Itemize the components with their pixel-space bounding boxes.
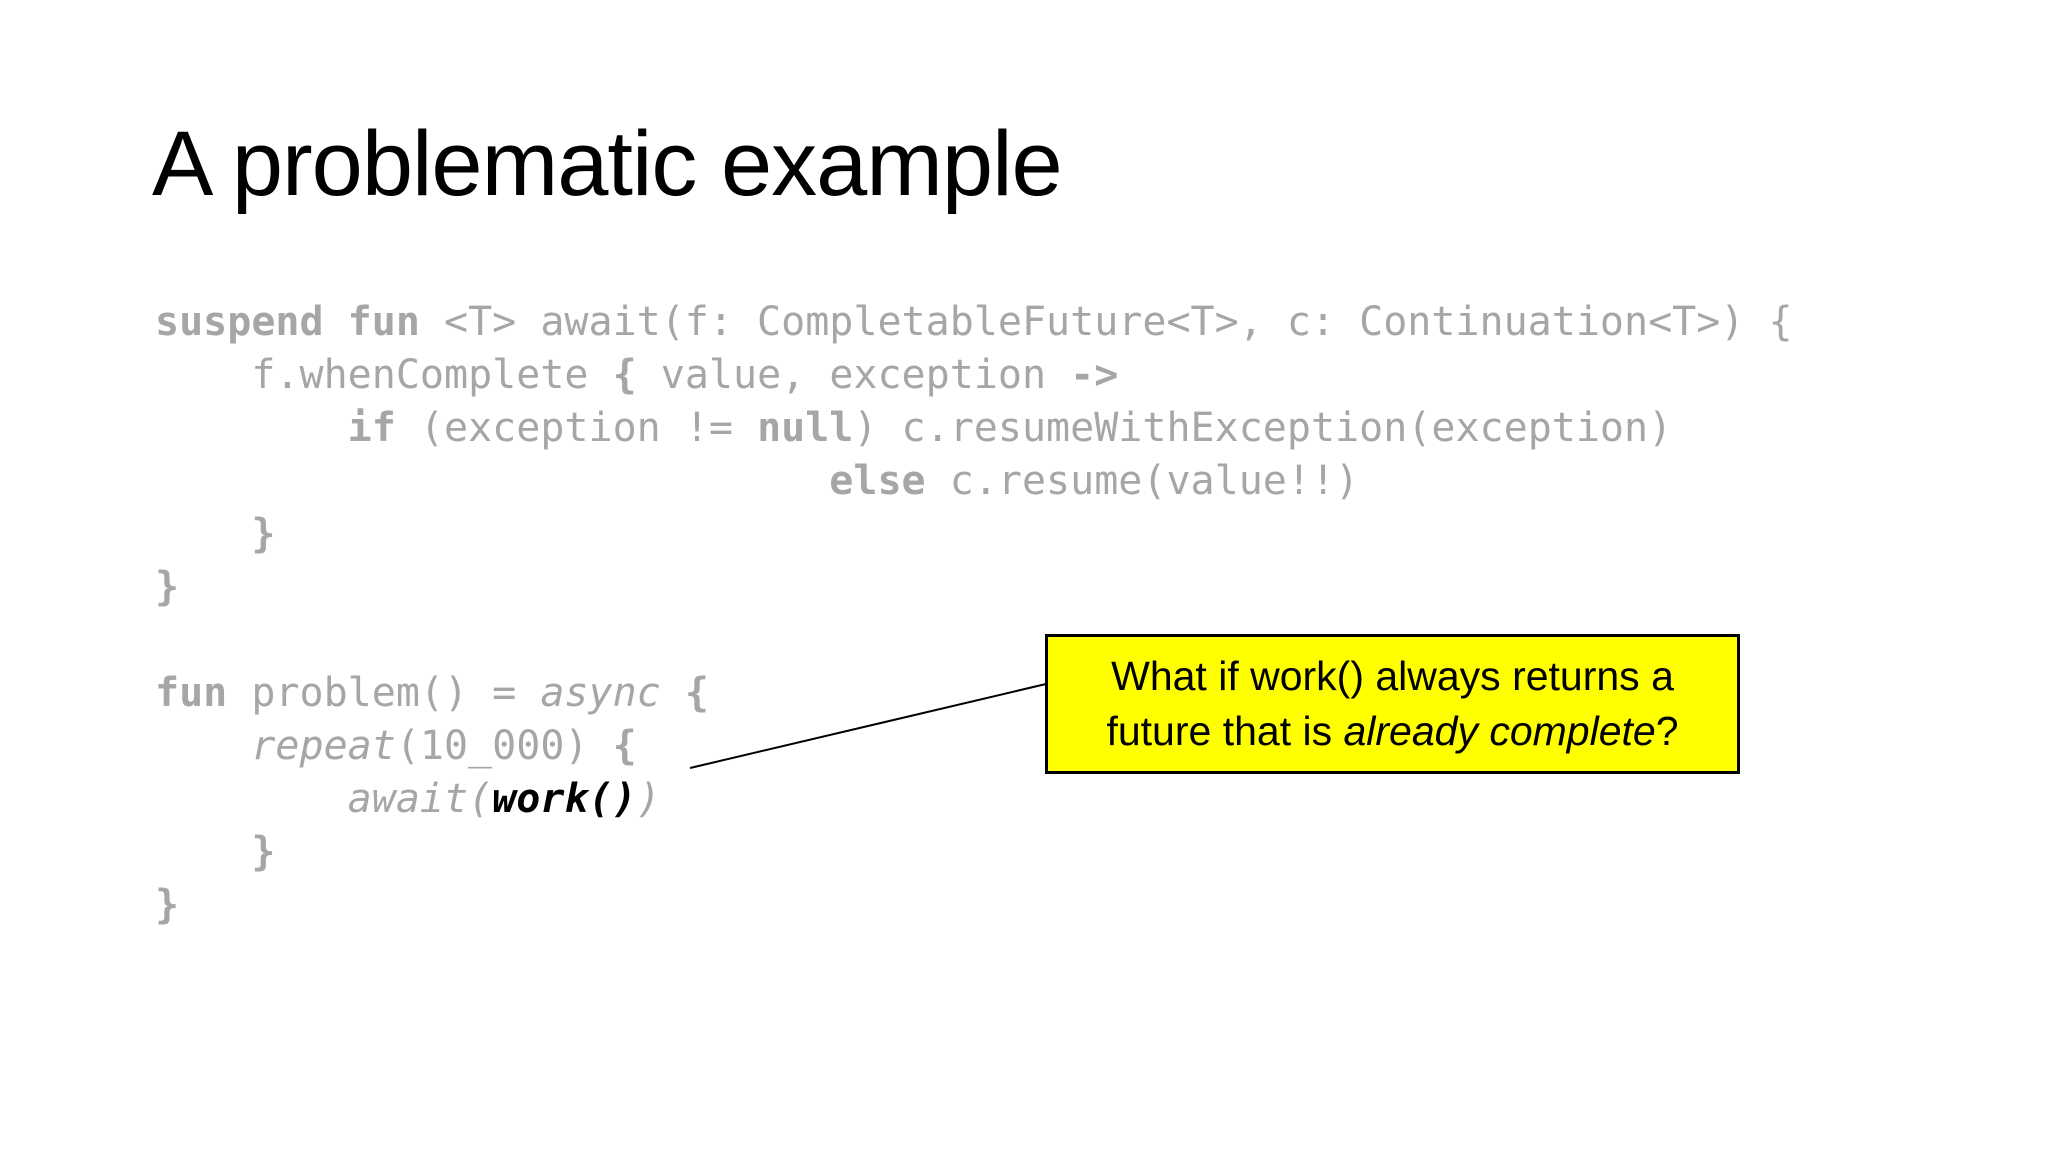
- code-segment: {: [612, 723, 637, 769]
- code-segment: async: [540, 670, 661, 716]
- code-line: suspend fun <T> await(f: CompletableFutu…: [155, 296, 1793, 349]
- code-segment: {: [684, 670, 709, 716]
- code-segment: [155, 723, 251, 769]
- code-segment: f.whenComplete: [155, 352, 613, 398]
- code-segment: ): [636, 776, 661, 822]
- code-line: }: [155, 879, 1793, 932]
- code-segment: fun: [155, 670, 228, 716]
- code-segment: value, exception: [636, 352, 1071, 398]
- code-line: }: [155, 826, 1793, 879]
- code-segment: [155, 458, 829, 504]
- code-segment: (exception !=: [395, 405, 758, 451]
- code-line: }: [155, 561, 1793, 614]
- code-segment: [155, 776, 348, 822]
- code-line: repeat(10_000) {: [155, 720, 1793, 773]
- code-segment: }: [251, 511, 276, 557]
- callout-segment: already complete: [1343, 708, 1656, 754]
- code-segment: if: [347, 405, 396, 451]
- code-segment: [155, 829, 251, 875]
- code-segment: [155, 405, 348, 451]
- code-segment: c.resume(value!!): [925, 458, 1360, 504]
- code-segment: else: [829, 458, 926, 504]
- code-segment: {: [612, 352, 637, 398]
- code-segment: }: [155, 564, 180, 610]
- code-segment: await(: [347, 776, 493, 822]
- code-line: f.whenComplete { value, exception ->: [155, 349, 1793, 402]
- code-line: if (exception != null) c.resumeWithExcep…: [155, 402, 1793, 455]
- callout-text: What if work() always returns a future t…: [1064, 649, 1721, 759]
- code-segment: [661, 670, 685, 716]
- code-line: await(work()): [155, 773, 1793, 826]
- code-segment: }: [251, 829, 276, 875]
- code-segment: <T> await(f: CompletableFuture<T>, c: Co…: [419, 299, 1793, 345]
- code-segment: repeat: [251, 723, 396, 769]
- code-segment: [155, 511, 251, 557]
- code-segment: problem() =: [227, 670, 541, 716]
- callout-box: What if work() always returns a future t…: [1045, 634, 1740, 774]
- code-segment: }: [155, 882, 180, 928]
- code-segment: null: [757, 405, 854, 451]
- code-line: else c.resume(value!!): [155, 455, 1793, 508]
- code-segment: suspend fun: [155, 299, 420, 345]
- code-segment: ->: [1070, 352, 1119, 398]
- code-line: }: [155, 508, 1793, 561]
- code-segment: ) c.resumeWithException(exception): [853, 405, 1673, 451]
- callout-segment: ?: [1655, 708, 1679, 754]
- slide-title: A problematic example: [152, 113, 1063, 215]
- callout-segment: What if work() always returns a future t…: [1106, 653, 1674, 754]
- code-block: suspend fun <T> await(f: CompletableFutu…: [155, 296, 1793, 932]
- code-segment: (10_000): [395, 723, 613, 769]
- code-segment: work(): [492, 776, 637, 822]
